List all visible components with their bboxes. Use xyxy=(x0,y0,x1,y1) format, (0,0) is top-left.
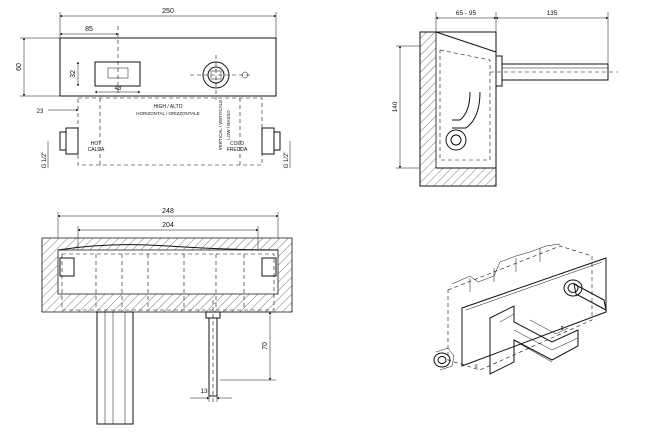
iso-plate xyxy=(461,257,607,367)
dim-140-text: 140 xyxy=(392,101,399,112)
top-fitting-left xyxy=(59,257,75,277)
knob-square xyxy=(210,70,222,80)
iso-body-hidden xyxy=(447,245,593,371)
iso-fitting xyxy=(433,352,451,368)
dim-23-text: 23 xyxy=(37,109,44,115)
label-cold: COLD xyxy=(230,141,244,147)
knob-inner xyxy=(207,66,225,84)
top-fitting-right xyxy=(261,257,277,277)
side-view: 65 - 95 135 140 xyxy=(392,10,618,187)
side-flange xyxy=(495,55,503,87)
dim-248-text: 248 xyxy=(162,208,174,215)
iso-top-edge xyxy=(451,243,561,285)
fitting-right xyxy=(261,127,275,155)
label-vertical: VERTICAL / VERTICALE xyxy=(218,100,223,150)
front-view: HIGH / ALTO HORIZONTAL / ORIZZONTALE HOT… xyxy=(16,8,291,169)
isometric-view: ⇕ ≡ xyxy=(433,243,607,375)
iso-knob-inner xyxy=(567,283,579,293)
dim-32-text: 32 xyxy=(70,70,77,78)
label-hot: HOT xyxy=(91,141,102,147)
dim-204-text: 204 xyxy=(162,222,174,229)
dim-thread-left: G 1/2" xyxy=(42,152,48,169)
dim-250-text: 250 xyxy=(162,8,174,15)
dim-85-text: 85 xyxy=(85,26,93,33)
side-channel-2 xyxy=(452,91,481,129)
iso-plate-line xyxy=(465,261,603,311)
side-body xyxy=(435,31,497,169)
fitting-right-nut xyxy=(273,131,281,151)
iso-fitting-nut xyxy=(435,347,455,371)
label-high: HIGH / ALTO xyxy=(154,104,183,110)
side-fitting-inner xyxy=(450,134,462,146)
fitting-left xyxy=(65,127,79,155)
side-channel xyxy=(452,91,471,121)
front-plate xyxy=(59,37,277,97)
dim-135-text: 135 xyxy=(547,10,558,17)
dim-60-text: 60 xyxy=(16,63,23,71)
iso-lever xyxy=(573,283,607,311)
iso-ribs xyxy=(469,248,541,292)
top-wall-hatch xyxy=(41,237,293,313)
top-spout xyxy=(96,311,134,425)
knob-pin xyxy=(241,71,249,79)
label-horizontal: HORIZONTAL / ORIZZONTALE xyxy=(136,111,199,116)
top-wavy-edge xyxy=(57,244,279,251)
top-hidden-body xyxy=(61,253,275,311)
dim-65-95-text: 65 - 95 xyxy=(456,10,477,17)
dim-48-text: 48 xyxy=(115,86,122,92)
iso-spout-lines xyxy=(499,313,579,363)
iso-mark: ≡ xyxy=(474,364,478,370)
iso-knob xyxy=(563,279,583,297)
side-fitting xyxy=(445,129,467,151)
knob-outer xyxy=(202,61,230,89)
top-view: 248 204 70 13 xyxy=(41,208,293,425)
dim-thread-right: G 1/2" xyxy=(284,152,290,169)
dim-13-text: 13 xyxy=(200,388,208,395)
spout-slot xyxy=(94,61,141,87)
iso-spout xyxy=(489,305,579,375)
dim-70-text: 70 xyxy=(262,342,269,350)
fitting-left-nut xyxy=(59,131,67,151)
wall-hatch xyxy=(419,31,497,187)
side-spout xyxy=(501,63,609,81)
label-fredda: FREDDA xyxy=(227,147,248,153)
iso-spout-rim xyxy=(529,319,569,335)
iso-fitting-inner xyxy=(437,356,447,364)
side-hidden xyxy=(439,49,491,161)
label-calda: CALDA xyxy=(88,147,105,153)
label-low: LOW / BASSO xyxy=(226,110,231,140)
iso-mark: ⇕ xyxy=(559,325,564,332)
